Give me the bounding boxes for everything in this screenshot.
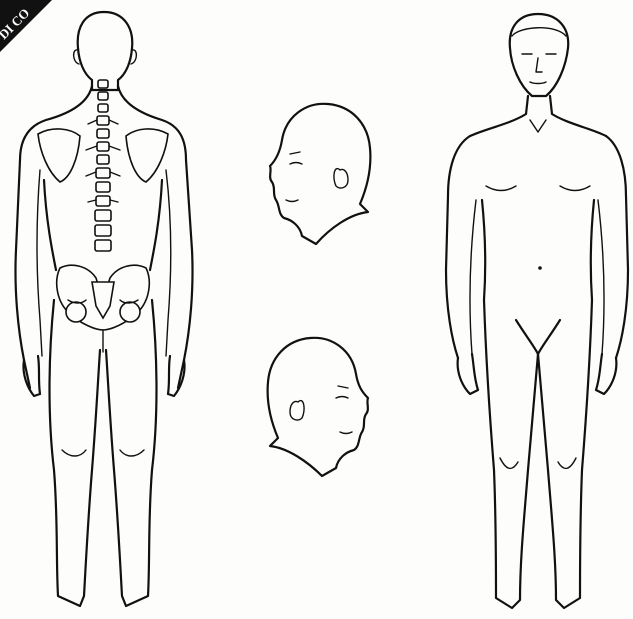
spine — [86, 80, 120, 251]
corner-stamp: DI CO — [0, 0, 52, 52]
head-profile-right — [268, 338, 368, 476]
pelvis — [57, 265, 150, 330]
front-view-figure — [446, 14, 628, 608]
back-view-figure — [15, 12, 192, 606]
head-profile-left — [270, 104, 370, 244]
